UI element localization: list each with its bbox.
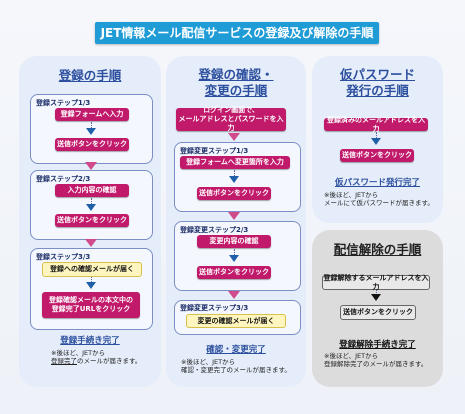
register-step3-mail-received: 登録への確認メールが届く — [42, 262, 142, 277]
register-heading: 登録の手順 — [58, 68, 122, 83]
change-login-line2: メールアドレスとパスワードを入力 — [178, 115, 284, 132]
change-login-button[interactable]: ログイン画面で、 メールアドレスとパスワードを入力 — [176, 106, 286, 132]
register-step2-label: 登録ステップ2/3 — [36, 175, 91, 183]
flow-arrow — [371, 294, 381, 301]
register-step1-label: 登録ステップ1/3 — [36, 99, 91, 107]
unsubscribe-complete-label: 登録解除手続き完了 — [339, 340, 416, 350]
register-note-line2: 登録完了のメールが届きます。 — [51, 357, 141, 365]
flow-arrow — [229, 176, 239, 183]
change-heading: 登録の確認・ 変更の手順 — [166, 67, 306, 99]
register-step1-submit-button[interactable]: 送信ボタンをクリック — [55, 138, 129, 151]
register-complete-label: 登録手続き完了 — [60, 336, 120, 346]
change-step3-label: 登録変更ステップ3/3 — [180, 304, 249, 312]
register-step1-input-button[interactable]: 登録フォームへ入力 — [55, 108, 129, 121]
password-complete-label: 仮パスワード発行完了 — [334, 178, 420, 188]
change-step1-input-button[interactable]: 登録フォームへ変更箇所を入力 — [180, 156, 290, 169]
register-step2-confirm-button[interactable]: 入力内容の確認 — [55, 184, 129, 197]
flow-arrow — [229, 255, 239, 262]
password-note: ※後ほど、JETから メールにて仮パスワードが届きます。 — [324, 191, 434, 207]
register-note-line1: ※後ほど、JETから — [51, 349, 106, 357]
password-heading-line1: 仮パスワード — [339, 67, 415, 82]
register-note: ※後ほど、JETから 登録完了のメールが届きます。 — [51, 349, 141, 365]
register-step3-url-button[interactable]: 登録確認メールの本文中の 登録完了URLをクリック — [42, 292, 140, 318]
dotted-connector — [376, 132, 378, 138]
change-heading-line1: 登録の確認・ — [198, 67, 274, 82]
flow-arrow — [371, 138, 381, 145]
dotted-connector — [91, 122, 93, 128]
change-step3-mail-received: 変更の確認メールが届く — [186, 314, 286, 328]
password-heading: 仮パスワード 発行の手順 — [312, 67, 443, 99]
password-email-input-button[interactable]: 登録済みのメールアドレスを入力 — [324, 116, 428, 133]
unsubscribe-submit-button[interactable]: 送信ボタンをクリック — [340, 305, 416, 320]
password-note-line2: メールにて仮パスワードが届きます。 — [324, 199, 434, 207]
step-arrow — [228, 291, 240, 299]
password-note-line1: ※後ほど、JETから — [324, 191, 379, 199]
register-step3-url-line2: 登録完了URLをクリック — [51, 305, 131, 313]
dotted-connector — [91, 198, 93, 204]
register-step3-url-line1: 登録確認メールの本文中の — [49, 296, 133, 304]
step-arrow — [85, 162, 97, 170]
flow-arrow — [86, 128, 96, 135]
flow-arrow — [86, 282, 96, 289]
change-heading-line2: 変更の手順 — [204, 83, 268, 98]
change-step1-label: 登録変更ステップ1/3 — [180, 147, 249, 155]
password-submit-button[interactable]: 送信ボタンをクリック — [340, 149, 414, 162]
unsubscribe-note-line2: 登録解除完了のメールが届きます。 — [324, 360, 428, 368]
change-note-line2: 確認・変更完了のメールが届きます。 — [181, 366, 291, 374]
step-arrow — [85, 239, 97, 247]
dotted-connector — [234, 170, 236, 176]
unsubscribe-note: ※後ほど、JETから 登録解除完了のメールが届きます。 — [324, 352, 427, 368]
dotted-connector — [91, 277, 93, 282]
unsubscribe-heading: 配信解除の手順 — [333, 242, 422, 257]
register-step3-label: 登録ステップ3/3 — [36, 253, 91, 261]
page-title: JET情報メール配信サービスの登録及び解除の手順 — [95, 22, 379, 44]
change-step2-confirm-button[interactable]: 変更内容の確認 — [197, 235, 271, 248]
change-complete-label: 確認・変更完了 — [206, 345, 266, 355]
register-step2-submit-button[interactable]: 送信ボタンをクリック — [55, 214, 129, 227]
unsubscribe-email-input-button[interactable]: 登録解除するメールアドレスを入力 — [322, 273, 430, 291]
change-step2-label: 登録変更ステップ2/3 — [180, 226, 249, 234]
change-step1-submit-button[interactable]: 送信ボタンをクリック — [197, 187, 271, 200]
dotted-connector — [234, 249, 236, 255]
dotted-connector — [376, 290, 378, 295]
unsubscribe-note-line1: ※後ほど、JETから — [324, 352, 379, 360]
flow-arrow — [86, 204, 96, 211]
change-note: ※後ほど、JETから 確認・変更完了のメールが届きます。 — [181, 358, 291, 374]
step-arrow — [228, 133, 240, 141]
change-login-line1: ログイン画面で、 — [203, 106, 259, 114]
change-step2-submit-button[interactable]: 送信ボタンをクリック — [197, 266, 271, 279]
password-heading-line2: 発行の手順 — [346, 83, 409, 98]
register-note-complete: 登録完了 — [51, 357, 77, 365]
change-note-line1: ※後ほど、JETから — [181, 358, 236, 366]
step-arrow — [228, 212, 240, 220]
register-note-rest: のメールが届きます。 — [77, 357, 142, 365]
